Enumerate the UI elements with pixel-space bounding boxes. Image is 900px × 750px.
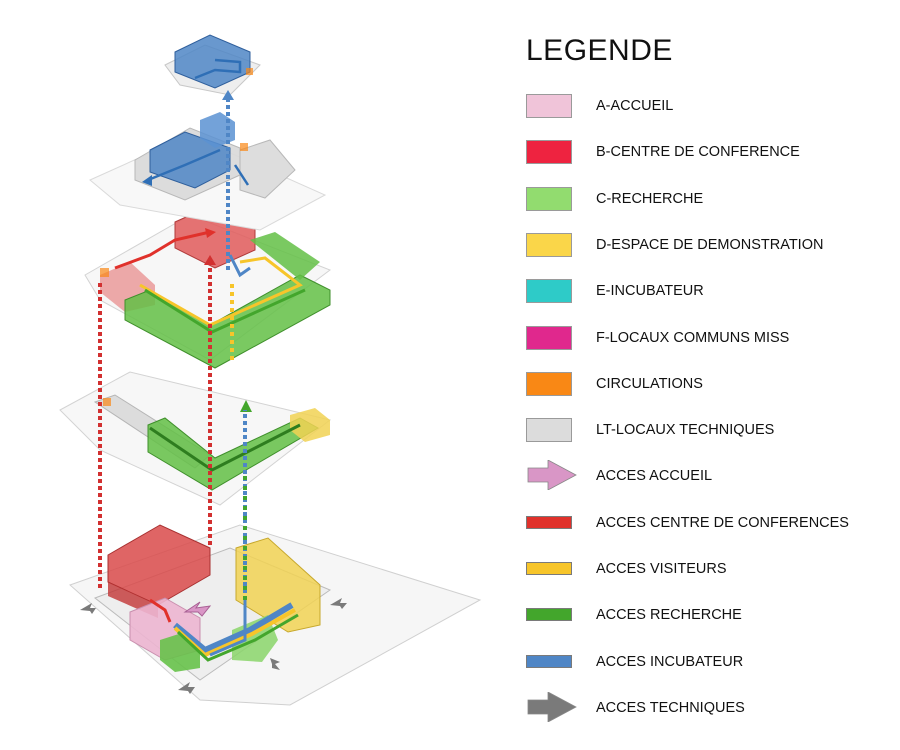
legend-label: ACCES RECHERCHE <box>596 607 742 623</box>
legend-arrow-icon <box>526 692 578 722</box>
legend-label: ACCES TECHNIQUES <box>596 700 745 716</box>
legend-color-swatch <box>526 94 572 118</box>
legend-label: C-RECHERCHE <box>596 191 703 207</box>
legend-color-swatch <box>526 326 572 350</box>
legend-label: F-LOCAUX COMMUNS MISS <box>596 330 789 346</box>
legend-item: ACCES RECHERCHE <box>526 603 886 629</box>
top-floor <box>165 35 260 95</box>
legend-color-swatch <box>526 418 572 442</box>
ground-floor <box>70 525 480 705</box>
legend-line-swatch <box>526 562 572 575</box>
legend-label: B-CENTRE DE CONFERENCE <box>596 144 800 160</box>
axonometric-diagram <box>0 0 520 750</box>
legend-item: ACCES VISITEURS <box>526 557 886 583</box>
legend-label: LT-LOCAUX TECHNIQUES <box>596 422 774 438</box>
legend-line-swatch <box>526 516 572 529</box>
legend-label: ACCES VISITEURS <box>596 561 727 577</box>
legend-item: F-LOCAUX COMMUNS MISS <box>526 326 886 352</box>
legend-item: ACCES INCUBATEUR <box>526 650 886 676</box>
legend-item: LT-LOCAUX TECHNIQUES <box>526 418 886 444</box>
legend-line-swatch <box>526 608 572 621</box>
legend-title: LEGENDE <box>526 34 673 68</box>
legend-label: CIRCULATIONS <box>596 376 703 392</box>
legend-item: A-ACCUEIL <box>526 94 886 120</box>
legend-line-swatch <box>526 655 572 668</box>
legend-label: D-ESPACE DE DEMONSTRATION <box>596 237 823 253</box>
legend-color-swatch <box>526 372 572 396</box>
legend-item: ACCES ACCUEIL <box>526 464 886 490</box>
legend-label: ACCES CENTRE DE CONFERENCES <box>596 515 849 531</box>
legend-item: E-INCUBATEUR <box>526 279 886 305</box>
legend-item: D-ESPACE DE DEMONSTRATION <box>526 233 886 259</box>
legend-color-swatch <box>526 140 572 164</box>
legend-color-swatch <box>526 279 572 303</box>
legend-arrow-icon <box>526 460 578 490</box>
legend-color-swatch <box>526 233 572 257</box>
legend-item: B-CENTRE DE CONFERENCE <box>526 140 886 166</box>
legend-item: ACCES TECHNIQUES <box>526 696 886 722</box>
second-floor <box>85 204 330 368</box>
legend-label: A-ACCUEIL <box>596 98 673 114</box>
third-floor <box>90 112 325 230</box>
legend-item: CIRCULATIONS <box>526 372 886 398</box>
legend-label: ACCES INCUBATEUR <box>596 654 743 670</box>
legend-label: ACCES ACCUEIL <box>596 468 712 484</box>
legend-item: C-RECHERCHE <box>526 187 886 213</box>
legend-label: E-INCUBATEUR <box>596 283 704 299</box>
legend-item: ACCES CENTRE DE CONFERENCES <box>526 511 886 537</box>
legend-color-swatch <box>526 187 572 211</box>
